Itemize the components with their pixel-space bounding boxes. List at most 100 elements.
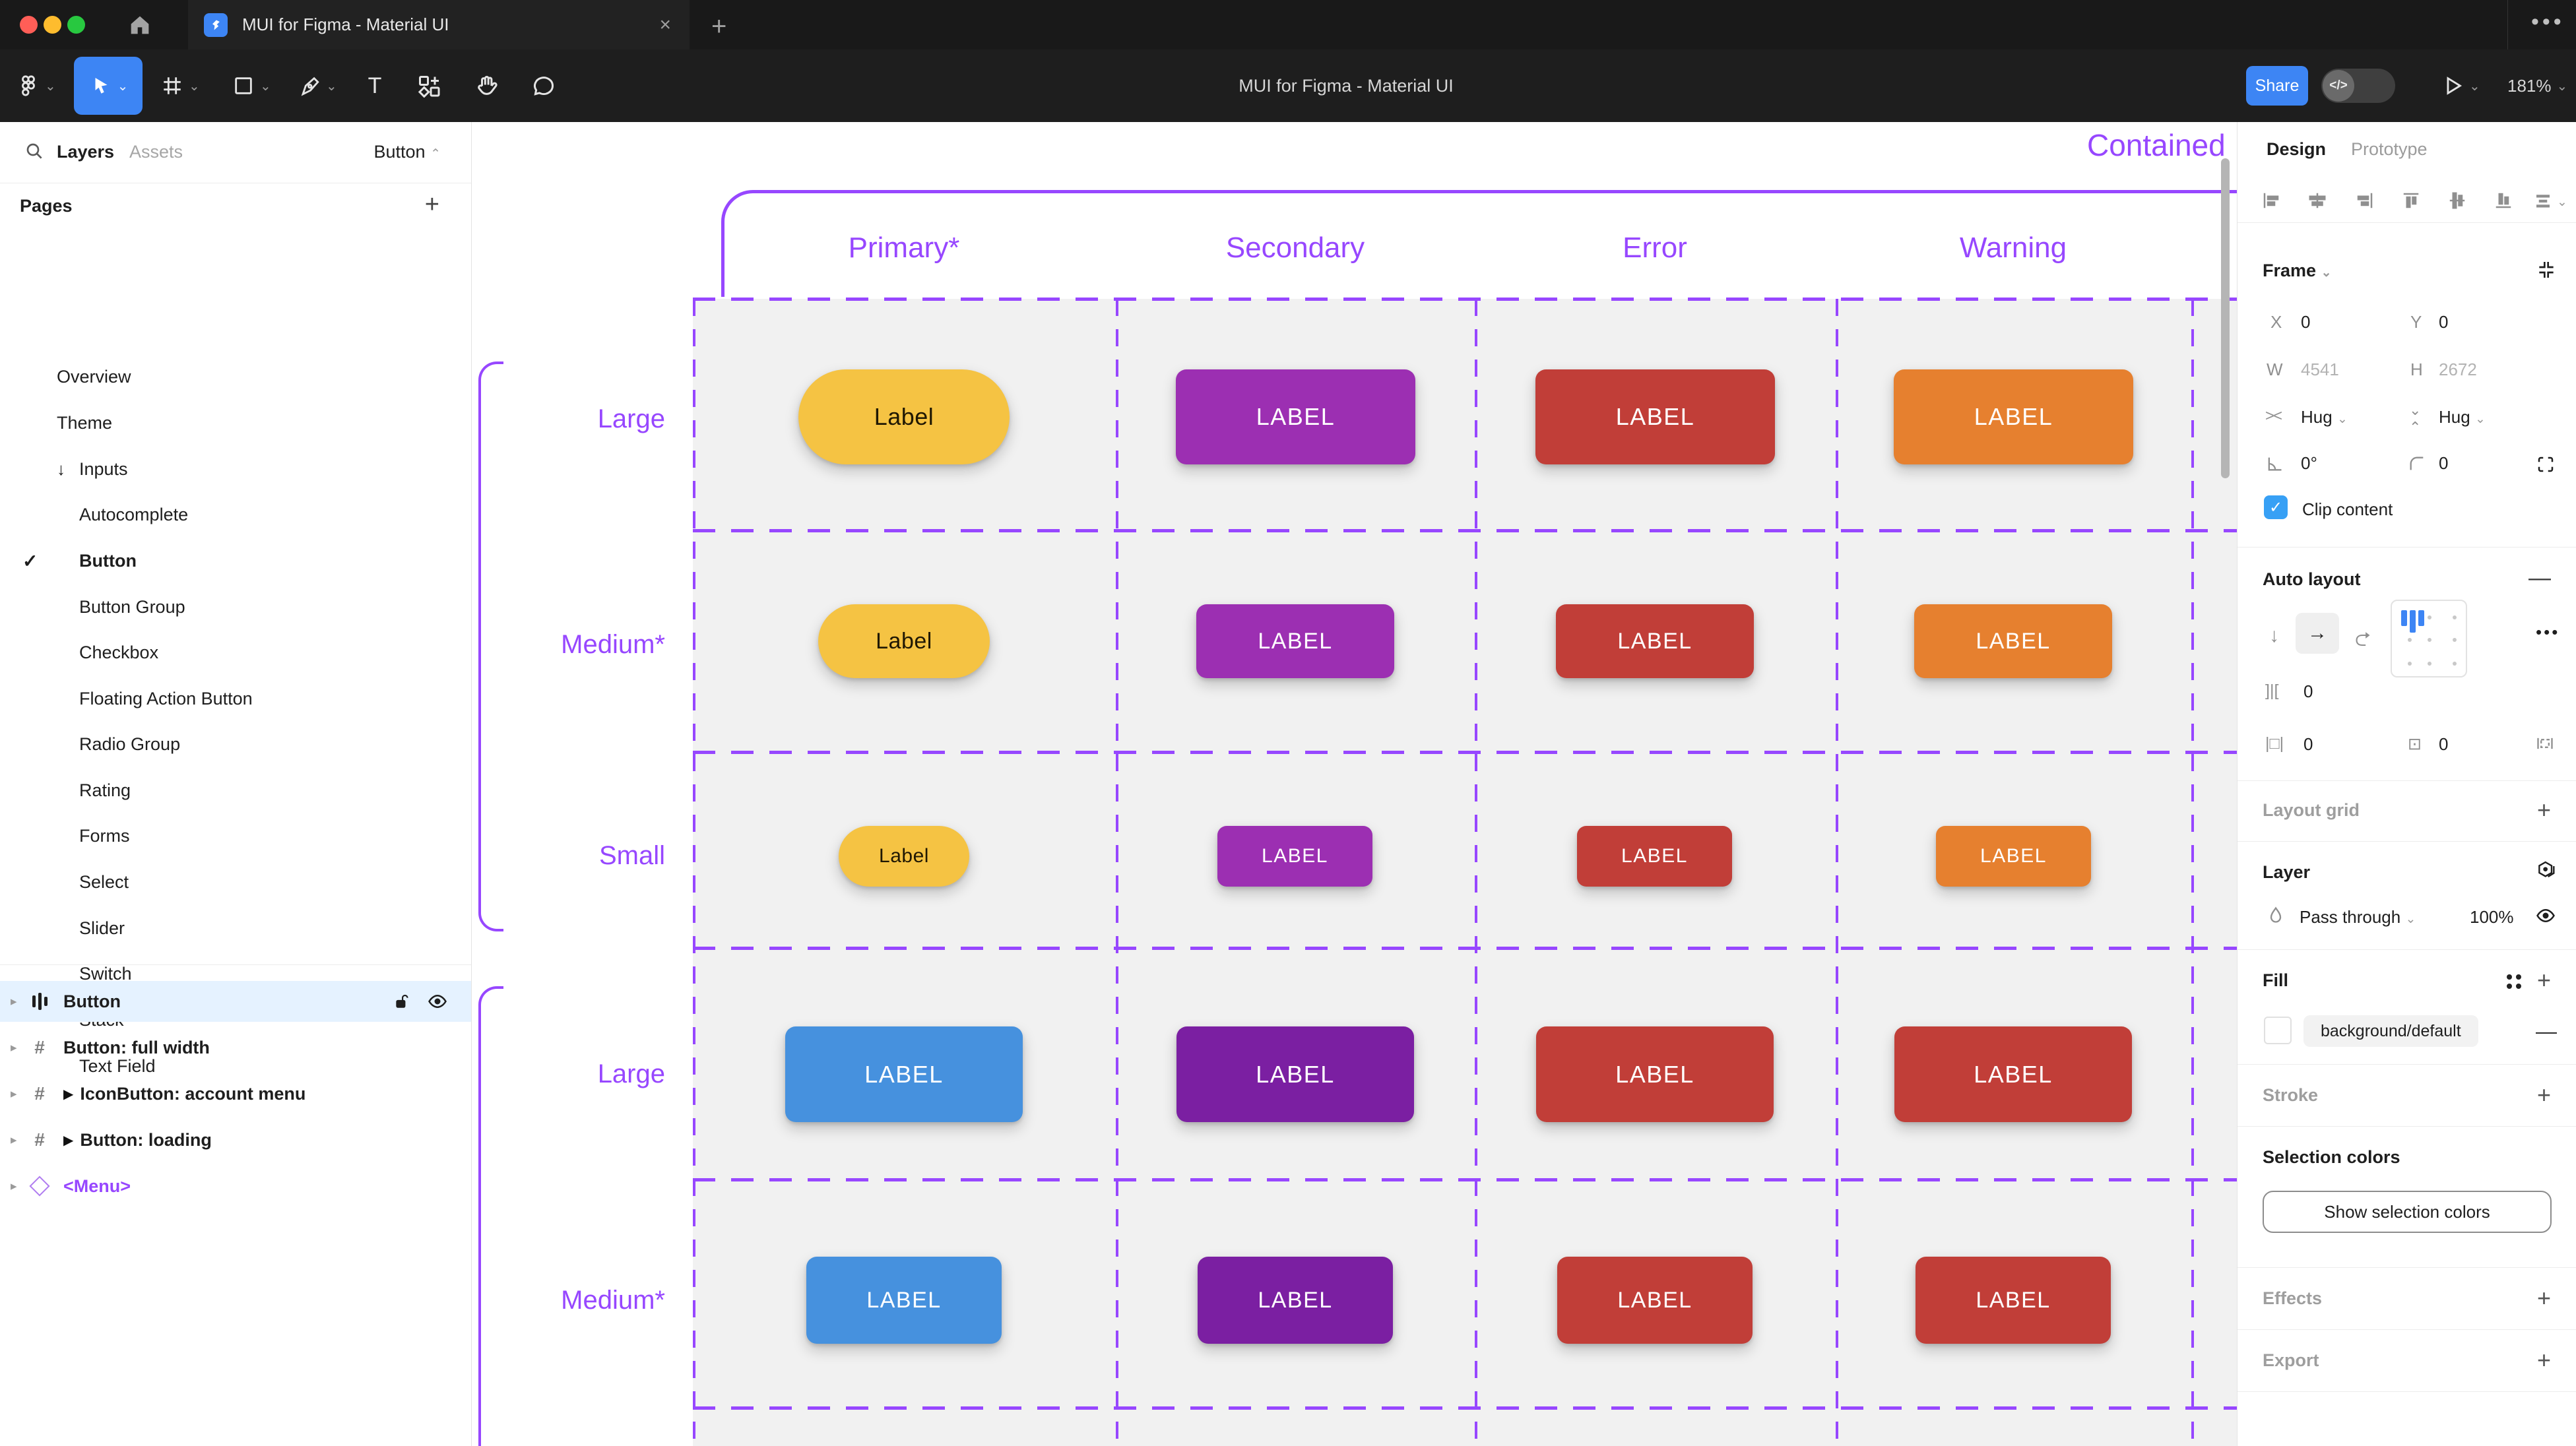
pen-tool-button[interactable]: ⌄	[298, 49, 337, 122]
main-menu-icon[interactable]: ⌄	[17, 49, 56, 122]
tab-prototype[interactable]: Prototype	[2351, 139, 2428, 159]
h-input[interactable]: 2672	[2439, 360, 2477, 379]
sidebar-page-text-field[interactable]: Text Field	[79, 1055, 156, 1076]
file-tab[interactable]: MUI for Figma - Material UI ×	[188, 0, 690, 49]
button-medium2-secondary[interactable]: LABEL	[1198, 1257, 1393, 1344]
zoom-menu[interactable]: 181% ⌄	[2507, 49, 2567, 122]
button-medium2-warning[interactable]: LABEL	[1916, 1257, 2111, 1344]
button-medium-error[interactable]: LABEL	[1556, 604, 1754, 678]
layer-row-button-loading[interactable]: ▸ # ▶ Button: loading	[11, 1129, 212, 1150]
tab-assets[interactable]: Assets	[129, 142, 183, 162]
eye-icon[interactable]	[428, 991, 447, 1011]
chevron-down-icon[interactable]: ⌄	[2469, 79, 2480, 94]
chevron-down-icon[interactable]: ⌄	[189, 79, 200, 94]
present-icon[interactable]	[2441, 75, 2464, 97]
rotation-input[interactable]: 0°	[2301, 453, 2317, 473]
hug-horizontal-select[interactable]: Hug ⌄	[2301, 407, 2348, 427]
show-selection-colors-button[interactable]: Show selection colors	[2263, 1191, 2552, 1233]
fill-styles-icon[interactable]	[2507, 974, 2521, 989]
button-large2-primary[interactable]: LABEL	[785, 1026, 1023, 1122]
button-medium-primary[interactable]: Label	[818, 604, 990, 678]
clip-content-checkbox[interactable]: ✓	[2264, 495, 2288, 519]
selection-badge[interactable]: Button ⌃	[373, 142, 441, 162]
align-right-icon[interactable]	[2355, 191, 2375, 210]
sidebar-page-overview[interactable]: Overview	[57, 366, 131, 387]
alignment-grid-widget[interactable]	[2391, 600, 2467, 677]
button-small-primary[interactable]: Label	[839, 826, 969, 887]
add-stroke-button[interactable]: +	[2536, 1081, 2551, 1108]
chevron-right-icon[interactable]: ▸	[11, 994, 17, 1009]
minimize-window-button[interactable]	[44, 16, 61, 34]
button-large2-error[interactable]: LABEL	[1536, 1026, 1774, 1122]
button-large-secondary[interactable]: LABEL	[1176, 369, 1415, 464]
layer-row-iconbutton-account-menu[interactable]: ▸ # ▶ IconButton: account menu	[11, 1083, 306, 1104]
add-export-button[interactable]: +	[2536, 1346, 2551, 1373]
layer-styles-icon[interactable]	[2536, 860, 2557, 881]
unlock-icon[interactable]	[393, 993, 410, 1010]
fill-color-swatch[interactable]	[2264, 1017, 2292, 1044]
button-large2-warning[interactable]: LABEL	[1894, 1026, 2132, 1122]
shape-tool-button[interactable]: ⌄	[232, 49, 271, 122]
tab-close-icon[interactable]: ×	[659, 13, 671, 36]
sidebar-page-button[interactable]: ✓Button	[22, 550, 137, 571]
sidebar-page-checkbox[interactable]: Checkbox	[79, 642, 159, 662]
button-medium-secondary[interactable]: LABEL	[1196, 604, 1394, 678]
button-large-primary[interactable]: Label	[798, 369, 1010, 464]
comment-tool-button[interactable]	[532, 49, 556, 122]
independent-corners-icon[interactable]	[2536, 455, 2556, 474]
direction-horizontal-selected[interactable]: →	[2296, 613, 2339, 654]
remove-auto-layout-button[interactable]: —	[2528, 565, 2551, 590]
wrap-icon[interactable]: ⮌	[2355, 629, 2371, 650]
canvas-scrollbar[interactable]	[2221, 158, 2230, 478]
add-effect-button[interactable]: +	[2536, 1284, 2551, 1311]
new-tab-button[interactable]: +	[711, 12, 727, 41]
button-small-error[interactable]: LABEL	[1577, 826, 1732, 887]
sidebar-page-autocomplete[interactable]: Autocomplete	[79, 504, 189, 524]
sidebar-page-switch[interactable]: Switch	[79, 963, 132, 984]
hand-tool-button[interactable]	[475, 49, 499, 122]
chevron-down-icon[interactable]: ⌄	[260, 79, 271, 94]
chevron-right-icon[interactable]: ▸	[11, 1086, 17, 1101]
share-button[interactable]: Share	[2246, 66, 2308, 106]
opacity-input[interactable]: 100%	[2470, 907, 2514, 927]
chevron-down-icon[interactable]: ⌄	[2557, 195, 2567, 209]
vertical-padding-input[interactable]: 0	[2439, 734, 2449, 754]
fill-style-chip[interactable]: background/default	[2303, 1015, 2478, 1047]
x-input[interactable]: 0	[2301, 312, 2311, 332]
close-window-button[interactable]	[20, 16, 38, 34]
layer-row-menu-instance[interactable]: ▸ <Menu>	[11, 1176, 131, 1197]
w-input[interactable]: 4541	[2301, 360, 2339, 379]
sidebar-page-theme[interactable]: Theme	[57, 412, 113, 433]
button-large2-secondary[interactable]: LABEL	[1176, 1026, 1414, 1122]
button-small-warning[interactable]: LABEL	[1936, 826, 2091, 887]
layer-row-button-full-width[interactable]: ▸ # Button: full width	[11, 1037, 210, 1057]
distribute-icon[interactable]	[2533, 191, 2553, 210]
add-page-button[interactable]: +	[424, 191, 439, 218]
button-medium-warning[interactable]: LABEL	[1914, 604, 2112, 678]
button-medium2-error[interactable]: LABEL	[1557, 1257, 1753, 1344]
sidebar-page-forms[interactable]: Forms	[79, 825, 130, 846]
window-overflow-icon[interactable]: •••	[2531, 9, 2565, 34]
independent-padding-icon[interactable]	[2536, 734, 2554, 753]
y-input[interactable]: 0	[2439, 312, 2449, 332]
hug-vertical-select[interactable]: Hug ⌄	[2439, 407, 2486, 427]
button-large-error[interactable]: LABEL	[1535, 369, 1775, 464]
dev-mode-toggle[interactable]: </>	[2321, 69, 2395, 103]
align-bottom-icon[interactable]	[2494, 191, 2513, 210]
search-icon[interactable]	[24, 141, 45, 162]
chevron-down-icon[interactable]: ⌄	[117, 79, 129, 94]
sidebar-page-select[interactable]: Select	[79, 871, 129, 892]
collapse-icon[interactable]	[2536, 259, 2557, 280]
frame-section-header[interactable]: Frame ⌄	[2263, 261, 2332, 280]
align-top-icon[interactable]	[2401, 191, 2421, 210]
blend-mode-select[interactable]: Pass through ⌄	[2300, 907, 2416, 927]
align-horizontal-center-icon[interactable]	[2307, 191, 2327, 210]
canvas[interactable]: Contained Primary* Secondary Error Warni…	[472, 122, 2237, 1446]
sidebar-page-fab[interactable]: Floating Action Button	[79, 688, 253, 708]
chevron-right-icon[interactable]: ▸	[11, 1040, 17, 1055]
home-icon[interactable]	[127, 12, 153, 38]
horizontal-padding-input[interactable]: 0	[2303, 734, 2313, 754]
eye-icon[interactable]	[2536, 906, 2556, 926]
tab-design[interactable]: Design	[2267, 139, 2327, 159]
move-tool-button[interactable]: ⌄	[74, 57, 143, 115]
